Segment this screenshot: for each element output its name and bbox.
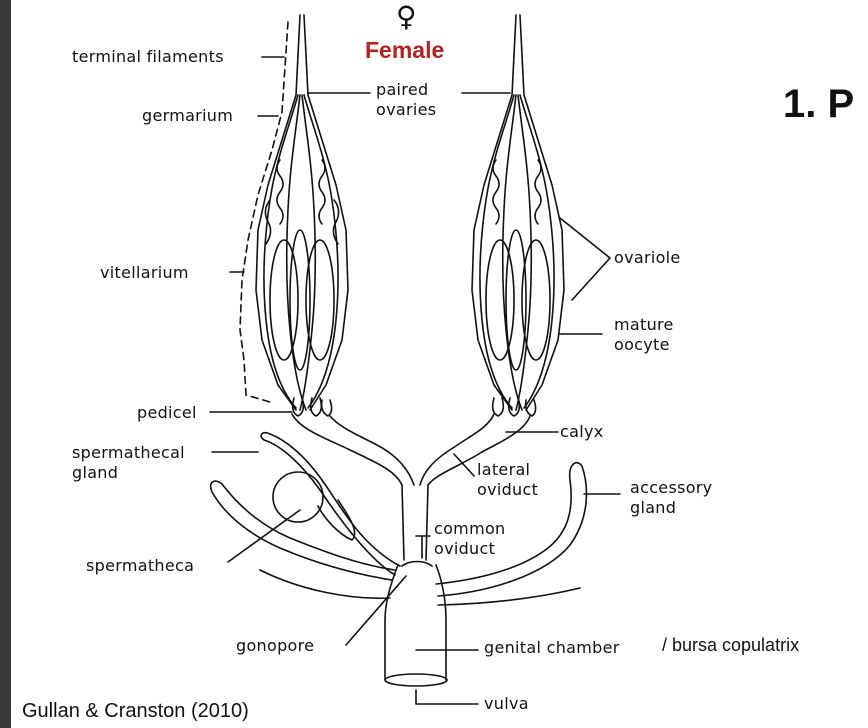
label-accessory-gland: accessory gland [630, 478, 712, 518]
label-common-oviduct: common oviduct [434, 519, 506, 559]
label-germarium: germarium [142, 106, 234, 125]
label-lateral-oviduct-line2: oviduct [477, 480, 539, 499]
label-vitellarium: vitellarium [100, 263, 189, 282]
label-genital-chamber: genital chamber [484, 638, 620, 657]
left-ovary [255, 14, 349, 417]
label-bursa-copulatrix: / bursa copulatrix [662, 635, 800, 655]
label-spermathecal-gland-line2: gland [72, 463, 119, 482]
label-accessory-gland-line1: accessory [630, 478, 713, 497]
label-paired-ovaries: paired ovaries [376, 80, 436, 120]
label-calyx: calyx [560, 422, 604, 441]
diagram-title: Female [365, 37, 445, 63]
female-symbol: ♀ [396, 0, 417, 33]
label-spermathecal-gland-line1: spermathecal [72, 443, 185, 462]
slide-heading: 1. P [783, 82, 855, 126]
label-common-oviduct-line1: common [434, 519, 506, 538]
slide-left-edge [0, 0, 11, 728]
label-mature-oocyte-line1: mature [614, 315, 674, 334]
label-pedicel: pedicel [137, 403, 197, 422]
label-mature-oocyte: mature oocyte [614, 315, 674, 355]
label-terminal-filaments: terminal filaments [72, 47, 224, 66]
label-paired-ovaries-line2: ovaries [376, 100, 437, 119]
label-lateral-oviduct-line1: lateral [477, 460, 531, 479]
label-vulva: vulva [484, 694, 529, 713]
label-paired-ovaries-line1: paired [376, 80, 429, 99]
label-accessory-gland-line2: gland [630, 498, 677, 517]
label-mature-oocyte-line2: oocyte [614, 335, 670, 354]
label-lateral-oviduct: lateral oviduct [477, 460, 538, 500]
source-citation: Gullan & Cranston (2010) [22, 700, 249, 722]
label-ovariole: ovariole [614, 248, 681, 267]
label-common-oviduct-line2: oviduct [434, 539, 496, 558]
label-spermathecal-gland: spermathecal gland [72, 443, 185, 483]
label-gonopore: gonopore [236, 636, 315, 655]
label-spermatheca: spermatheca [86, 556, 195, 575]
right-ovary [471, 14, 565, 417]
